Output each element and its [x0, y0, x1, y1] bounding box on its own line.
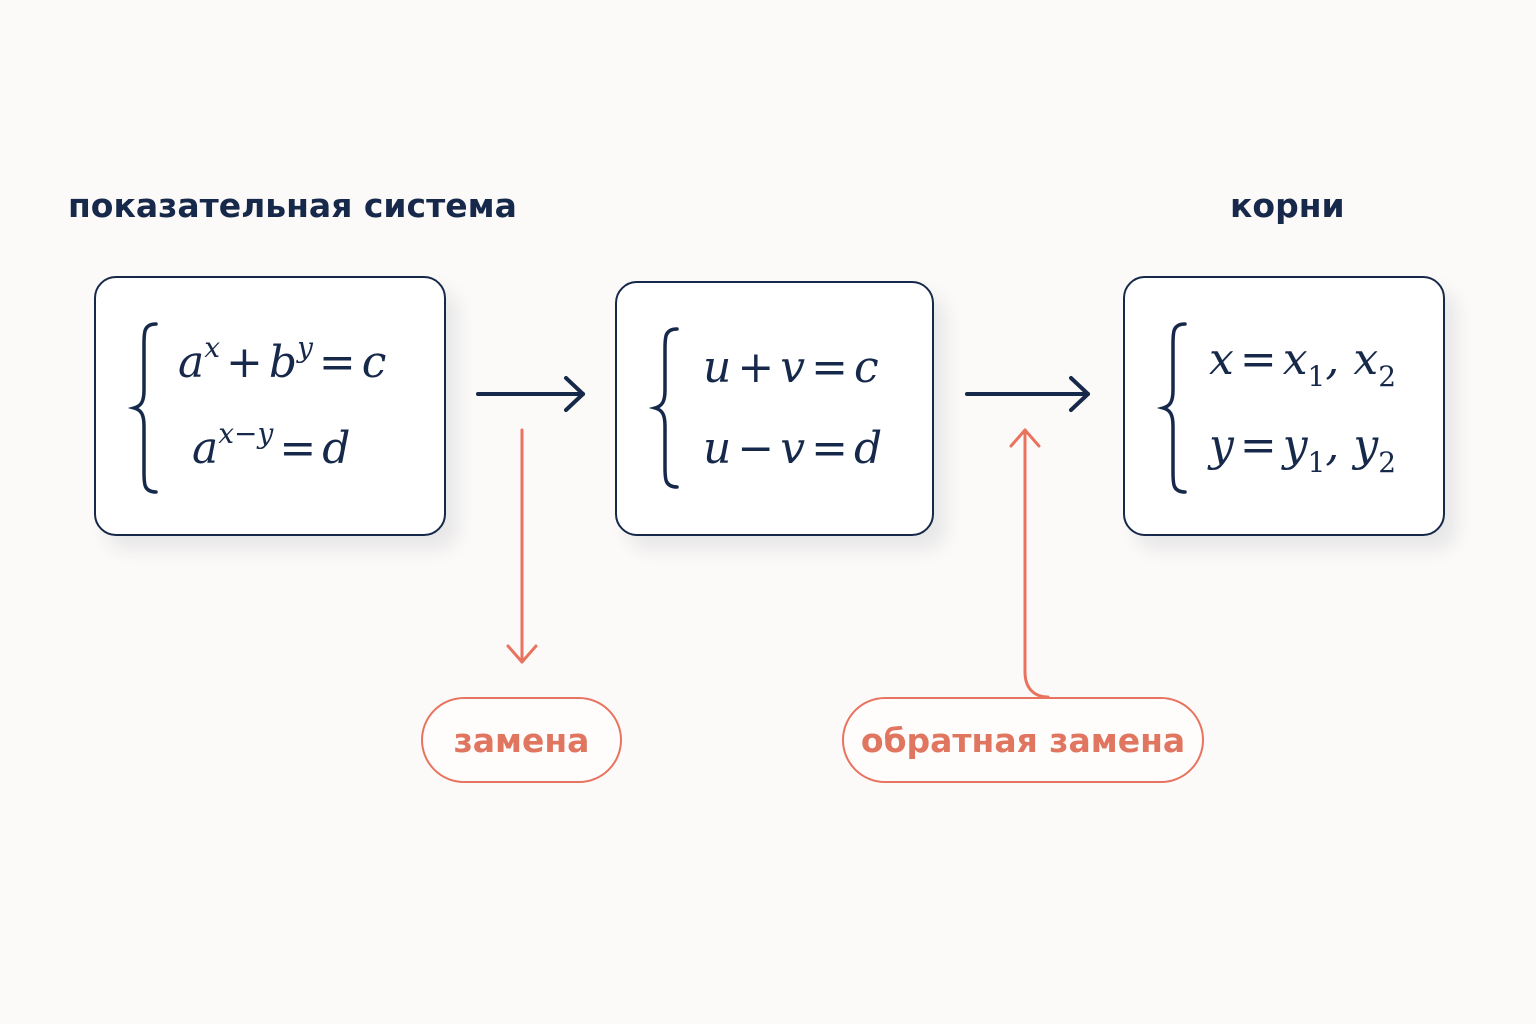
- equation-2: u−v=d: [703, 423, 883, 474]
- arrow-right-icon: [476, 376, 585, 412]
- exponential-system-box: ax+by=c ax−y=d: [94, 276, 446, 536]
- equation-1: u+v=c: [703, 342, 879, 393]
- arrow-down-icon: [506, 428, 538, 664]
- equation-1: x=x1, x2: [1209, 334, 1397, 393]
- roots-box: x=x1, x2 y=y1, y2: [1123, 276, 1445, 536]
- arrow-up-icon: [1009, 428, 1050, 699]
- arrow-right-icon: [965, 376, 1090, 412]
- back-substitution-label: обратная замена: [842, 697, 1204, 783]
- heading-roots: корни: [1230, 186, 1345, 225]
- left-brace-icon: [648, 327, 679, 489]
- left-brace-icon: [1156, 322, 1187, 494]
- equation-2: y=y1, y2: [1209, 420, 1397, 479]
- substitution-label: замена: [421, 697, 622, 783]
- equation-2: ax−y=d: [192, 417, 351, 474]
- heading-exponential-system: показательная система: [68, 186, 517, 225]
- left-brace-icon: [127, 322, 158, 494]
- equation-1: ax+by=c: [178, 331, 387, 388]
- substituted-system-box: u+v=c u−v=d: [615, 281, 934, 536]
